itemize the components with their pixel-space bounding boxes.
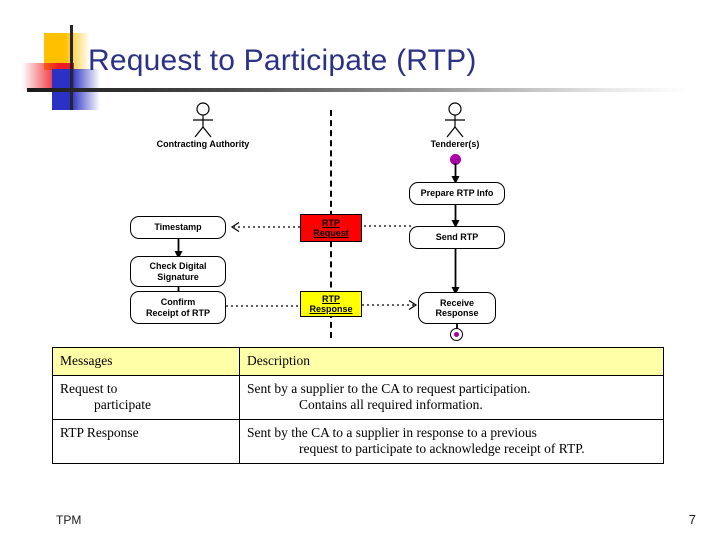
node-prepare-rtp-info[interactable]: Prepare RTP Info — [409, 182, 505, 205]
rtp-activity-diagram: Contracting Authority Tenderer(s) Prepar… — [130, 100, 590, 345]
actor-tenderers: Tenderer(s) — [395, 102, 515, 149]
end-node — [450, 328, 463, 341]
link-rtp-response-to-receive — [362, 299, 418, 310]
footer-label: TPM — [56, 513, 82, 527]
flow-timestamp-to-check — [174, 238, 183, 259]
node-label: Timestamp — [154, 222, 202, 233]
start-node — [450, 154, 461, 165]
actor-label: Tenderer(s) — [430, 139, 480, 149]
node-label: Confirm Receipt of RTP — [145, 297, 210, 318]
flow-send-to-receive — [451, 248, 460, 295]
node-timestamp[interactable]: Timestamp — [130, 216, 226, 239]
cell-message: RTP Response — [52, 419, 240, 464]
node-check-digital-signature[interactable]: Check Digital Signature — [130, 256, 226, 287]
table-header-description: Description — [239, 347, 664, 376]
page-number: 7 — [688, 512, 696, 527]
stick-figure-icon — [445, 102, 465, 138]
cell-description: Sent by a supplier to the CA to request … — [239, 375, 664, 420]
table-header-row: Messages Description — [52, 347, 664, 376]
message-label: RTP Response — [309, 293, 353, 314]
cell-description: Sent by the CA to a supplier in response… — [239, 419, 664, 464]
cell-message: Request to participate — [52, 375, 240, 420]
flow-start-to-prepare — [451, 163, 460, 184]
table-header-messages: Messages — [52, 347, 240, 376]
actor-label: Contracting Authority — [156, 139, 250, 149]
flow-prepare-to-send — [451, 204, 460, 228]
node-receive-response[interactable]: Receive Response — [418, 292, 496, 324]
messages-table: Messages Description Request to particip… — [52, 347, 664, 464]
actor-contracting-authority: Contracting Authority — [138, 102, 268, 149]
table-row: RTP Response Sent by the CA to a supplie… — [52, 419, 664, 464]
node-label: Prepare RTP Info — [420, 188, 494, 199]
link-send-rtp-to-rtp-request — [355, 225, 411, 227]
link-confirm-to-rtp-response — [226, 305, 300, 307]
link-rtp-request-to-timestamp — [230, 221, 300, 233]
node-send-rtp[interactable]: Send RTP — [409, 226, 505, 249]
title-horizontal-rule — [27, 88, 687, 92]
message-rtp-response[interactable]: RTP Response — [300, 291, 362, 317]
stick-figure-icon — [193, 102, 213, 138]
node-label: Receive Response — [435, 297, 479, 318]
node-confirm-receipt-of-rtp[interactable]: Confirm Receipt of RTP — [130, 291, 226, 324]
message-rtp-request[interactable]: RTP Request — [300, 214, 362, 242]
node-label: Send RTP — [435, 232, 479, 243]
deco-vertical-line — [70, 25, 73, 110]
message-label: RTP Request — [313, 217, 349, 238]
page-title: Request to Participate (RTP) — [88, 44, 477, 77]
node-label: Check Digital Signature — [149, 261, 207, 282]
table-row: Request to participate Sent by a supplie… — [52, 375, 664, 420]
